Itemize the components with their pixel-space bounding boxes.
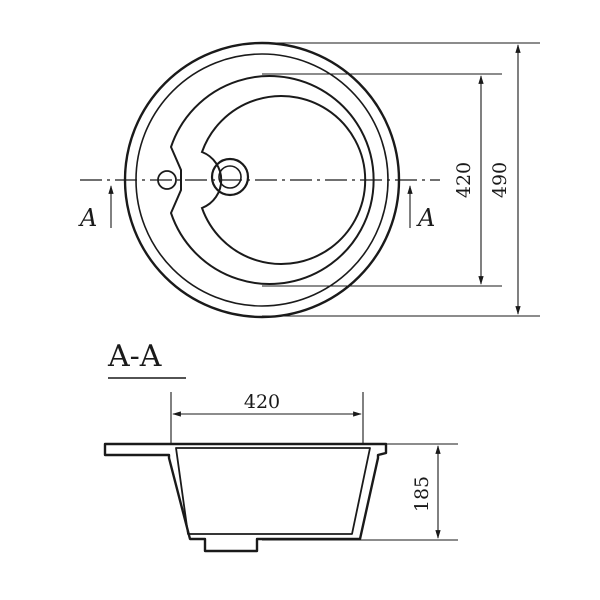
section-marker-arrows xyxy=(108,185,413,228)
sink-profile-inner xyxy=(175,447,371,535)
dim-label-outer-diameter: 490 xyxy=(489,162,511,198)
bowl-contour xyxy=(200,95,367,265)
dim-label-depth: 185 xyxy=(411,476,433,512)
section-marker-left: A xyxy=(78,204,97,232)
top-view xyxy=(80,41,440,319)
drain-outer-ring xyxy=(210,157,250,197)
section-view xyxy=(103,392,458,553)
drain-inner-ring xyxy=(218,165,242,189)
section-title: A-A xyxy=(107,339,162,374)
drainboard-contour xyxy=(169,75,375,285)
top-dimensions xyxy=(262,42,540,317)
dim-label-inner-diameter: 420 xyxy=(453,162,475,198)
dim-label-section-width: 420 xyxy=(244,391,280,413)
sink-profile-outer xyxy=(103,442,388,553)
section-marker-right: A xyxy=(416,204,435,232)
